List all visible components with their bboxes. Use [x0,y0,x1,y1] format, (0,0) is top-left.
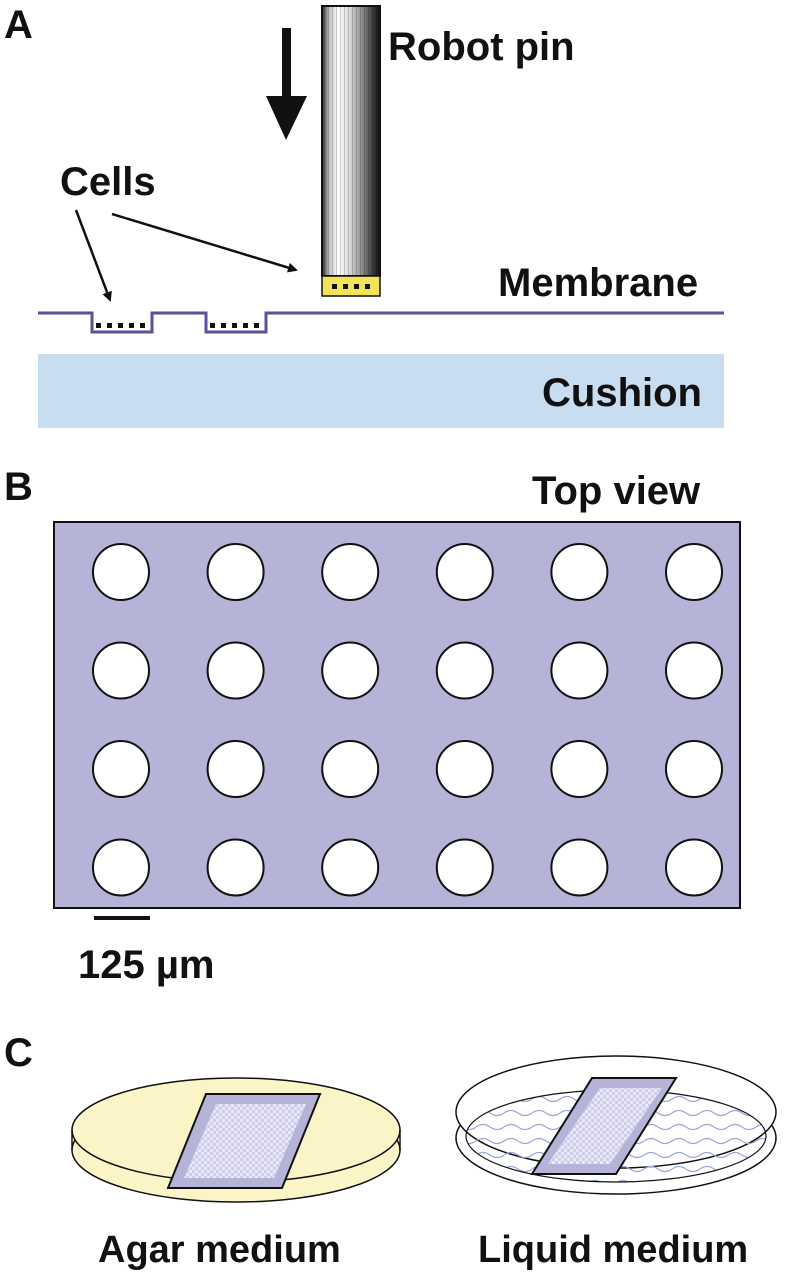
cushion-label: Cushion [542,371,702,415]
liquid-medium-label: Liquid medium [478,1229,748,1271]
well [550,838,609,897]
well [665,740,723,798]
well [550,641,609,700]
down-arrow-icon [266,28,307,140]
well [665,838,723,897]
well [92,641,150,700]
membrane-label: Membrane [498,261,698,305]
membrane-top-view [53,521,741,909]
pin-tip [321,275,381,297]
well [321,641,380,700]
well-cells [96,323,259,328]
well [665,641,723,700]
well [435,641,494,700]
well [435,740,494,798]
cells-label: Cells [60,160,156,204]
well [206,838,265,897]
agar-plate [71,1077,401,1203]
well [550,740,609,798]
well [435,838,494,897]
well [321,543,380,601]
panel-c-letter: C [4,1031,33,1075]
well [550,543,609,601]
liquid-plate [455,1055,777,1195]
well [321,838,380,897]
top-view-label: Top view [532,469,701,513]
cushion [38,354,724,428]
cells-arrow-left [74,209,112,302]
panel-b-letter: B [4,465,33,509]
robot-pin-label: Robot pin [388,25,575,69]
well [435,543,494,601]
cells-arrow-right [111,212,298,273]
well [206,543,265,601]
well [92,838,150,897]
robot-pin [321,5,381,297]
well [92,740,150,798]
well [321,740,380,798]
membrane-line [38,311,724,334]
panel-a-letter: A [4,3,33,47]
well-grid [92,543,723,897]
well [665,543,723,601]
well [92,543,150,601]
agar-medium-label: Agar medium [98,1229,341,1271]
scale-bar-label: 125 µm [78,943,214,987]
well [206,641,265,700]
well [206,740,265,798]
